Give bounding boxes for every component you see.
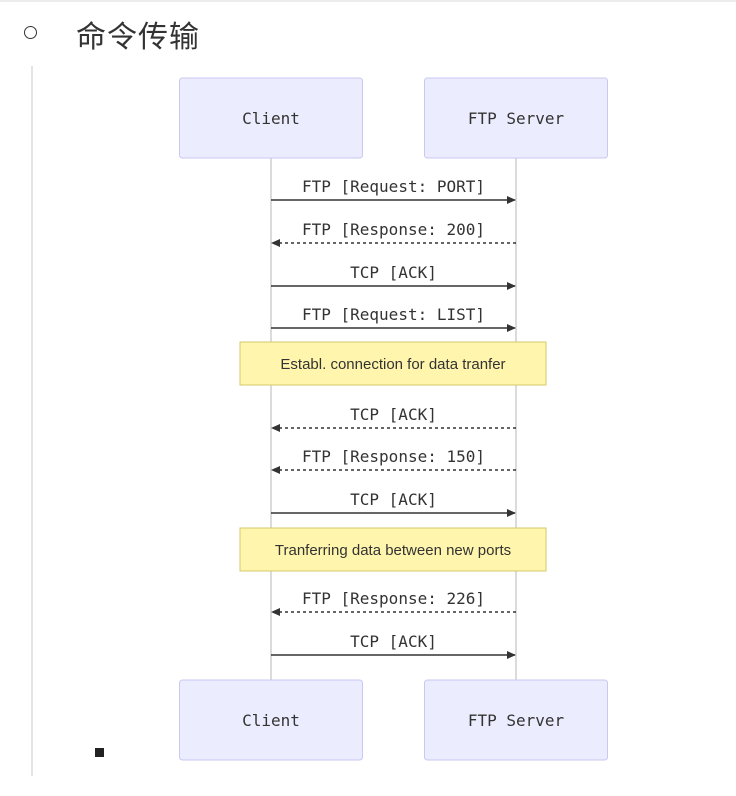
- actor-label: FTP Server: [468, 711, 565, 730]
- actor-box-top-1: [424, 77, 608, 159]
- message-label: TCP [ACK]: [350, 490, 437, 509]
- list-bullet-square-icon: [95, 748, 104, 757]
- message-label: FTP [Response: 150]: [302, 447, 485, 466]
- note-box: [239, 341, 547, 386]
- message-label: FTP [Request: LIST]: [302, 305, 485, 324]
- top-divider: [0, 0, 736, 2]
- actor-label: Client: [242, 109, 300, 128]
- message-label: FTP [Request: PORT]: [302, 177, 485, 196]
- note-label: Tranferring data between new ports: [275, 542, 511, 559]
- actor-label: Client: [242, 711, 300, 730]
- message-label: TCP [ACK]: [350, 632, 437, 651]
- message-label: TCP [ACK]: [350, 405, 437, 424]
- list-bullet-circle-icon: [24, 26, 37, 39]
- section-heading: 命令传输: [76, 20, 200, 55]
- message-label: FTP [Response: 226]: [302, 589, 485, 608]
- note-label: Establ. connection for data tranfer: [280, 356, 505, 373]
- note-box: [239, 527, 547, 572]
- message-label: FTP [Response: 200]: [302, 220, 485, 239]
- actor-box-top-0: [179, 77, 363, 159]
- actor-label: FTP Server: [468, 109, 565, 128]
- message-label: TCP [ACK]: [350, 263, 437, 282]
- actor-box-bottom-0: [179, 679, 363, 761]
- blockquote-bar: [31, 66, 33, 776]
- actor-box-bottom-1: [424, 679, 608, 761]
